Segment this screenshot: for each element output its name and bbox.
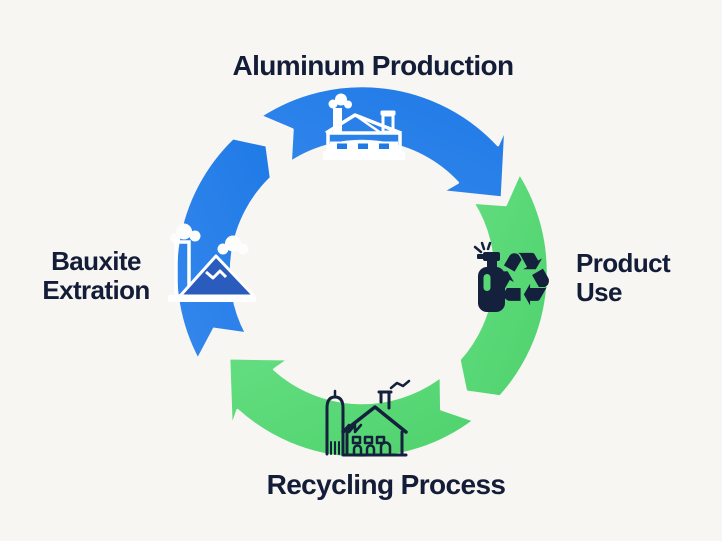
stage-label-aluminum-production: Aluminum Production: [232, 50, 514, 81]
plant-door: [379, 441, 392, 457]
ground-line: [168, 295, 256, 302]
recycle-symbol-icon: ♻: [489, 237, 555, 323]
plant-smoke: [389, 379, 411, 390]
bottle-highlight: [483, 274, 491, 291]
plant-arch-window: [365, 444, 376, 457]
factory-foundation: [323, 151, 405, 160]
factory-window: [358, 143, 368, 149]
recycle-bottle-icon: ♻: [473, 237, 555, 323]
stage-label-product-use: Product Use: [576, 248, 671, 307]
plant-window: [363, 435, 374, 445]
bottle-neck: [487, 261, 497, 268]
bottle-cap: [483, 252, 500, 261]
mountain-snowline: [205, 269, 228, 280]
plant-arch-window: [352, 444, 363, 457]
arc-segment-recycling-to-extraction: [227, 357, 476, 460]
bottle: [473, 241, 505, 312]
mining-smokestack-icon: [168, 223, 256, 302]
factory-chimney: [333, 108, 342, 133]
stage-label-recycling-process: Recycling Process: [266, 469, 506, 500]
plant-roof: [341, 405, 408, 434]
spray-lines: [473, 241, 492, 254]
plant-window: [351, 435, 362, 445]
stage-label-bauxite-extration: Bauxite Extration: [42, 246, 150, 305]
plant-window: [375, 435, 386, 445]
factory-smoke: [328, 99, 338, 109]
factory-icon: [323, 93, 405, 160]
factory-window: [379, 143, 389, 149]
factory-roof: [325, 113, 402, 135]
recycling-plant-icon: [325, 379, 411, 457]
factory-window: [337, 143, 347, 149]
